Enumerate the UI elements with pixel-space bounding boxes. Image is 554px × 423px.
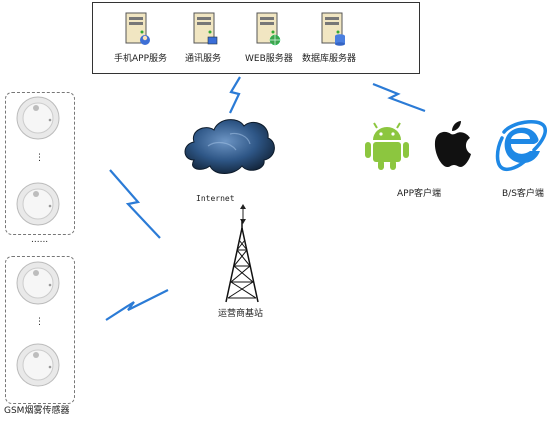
server-globe-icon	[256, 12, 281, 46]
cell-tower-icon	[225, 220, 259, 303]
smoke-sensor-icon	[16, 96, 60, 140]
sensor-label: GSM烟雾传感器	[4, 406, 70, 416]
bs-client-label: B/S客户端	[502, 189, 544, 199]
lightning-icon	[109, 169, 161, 239]
lightning-icon	[372, 82, 426, 113]
smoke-sensor-icon	[16, 261, 60, 305]
sensor-ellipsis: ⋮	[35, 317, 44, 327]
cloud-label: Internet	[196, 194, 235, 203]
sensor-ellipsis: ⋮	[35, 153, 44, 163]
server-user-icon	[125, 12, 150, 45]
server-database-icon	[321, 12, 345, 46]
tower-label: 运营商基站	[218, 309, 264, 319]
smoke-sensor-icon	[16, 182, 60, 226]
server-label: 数据库服务器	[302, 54, 357, 64]
cloud-icon	[184, 119, 275, 174]
server-label: 手机APP服务	[114, 54, 168, 64]
android-icon	[365, 122, 409, 170]
apple-icon	[434, 121, 471, 168]
server-cluster-box	[92, 2, 420, 74]
app-client-label: APP客户端	[397, 189, 442, 199]
server-network-icon	[193, 12, 218, 45]
server-label: 通讯服务	[185, 54, 222, 64]
ie-browser-icon	[495, 120, 547, 172]
server-label: WEB服务器	[245, 54, 293, 64]
lightning-icon	[105, 289, 169, 321]
sensor-group	[5, 92, 75, 235]
sensor-group	[5, 256, 75, 404]
smoke-sensor-icon	[16, 343, 60, 387]
sensor-group-ellipsis: ......	[31, 235, 49, 245]
lightning-icon	[229, 76, 241, 114]
